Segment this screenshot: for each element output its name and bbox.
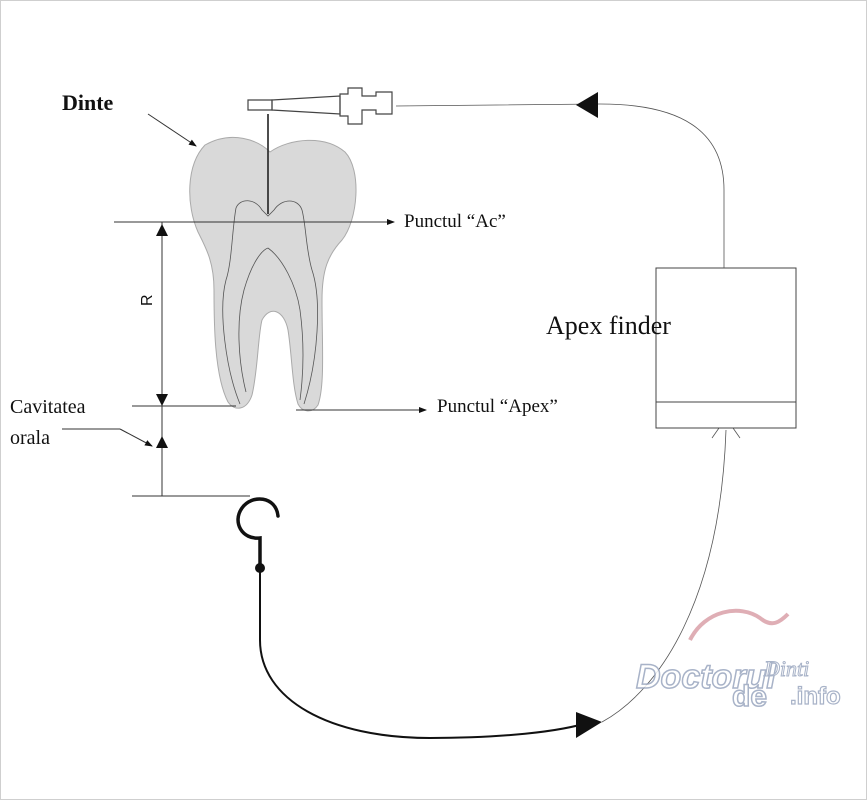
lip-clip-wire [259,570,591,740]
label-apex-finder: Apex finder [546,311,671,340]
device-box [655,267,797,429]
label-r: R [139,294,156,306]
watermark-dinti: Dinti [763,656,809,681]
tooth-body [189,136,357,412]
watermark-logo: Doctorul de Dinti .info [635,608,841,714]
apex-finder-device [655,267,797,429]
arrow-cavitatea [119,428,153,447]
label-cavitatea: Cavitatea [10,396,86,418]
wire-arrow-top [576,92,598,118]
endo-file-instrument [247,87,393,214]
label-orala: orala [10,427,50,449]
watermark-de: de [732,680,767,713]
dimension-r-arrow-bottom [156,394,168,406]
label-punctul-apex: Punctul “Apex” [437,396,558,417]
dimension-r-arrow-top [156,224,168,236]
pulp-outline [222,200,318,405]
watermark-info: .info [790,683,841,710]
label-dinte: Dinte [62,90,114,115]
arrow-dinte [147,113,197,147]
oral-depth-arrow [156,436,168,448]
watermark-accent [688,608,790,641]
tooth [189,136,357,412]
wire-arrow-bottom [576,712,602,738]
device-lower-wire [601,429,727,723]
label-punctul-ac: Punctul “Ac” [404,211,506,232]
clip-connector [255,563,265,573]
watermark-doctorul: Doctorul [636,658,777,696]
canal-inner-right [267,247,304,401]
lip-clip [236,497,280,573]
canal-inner-left [238,247,269,393]
device-upper-wire [395,103,725,268]
